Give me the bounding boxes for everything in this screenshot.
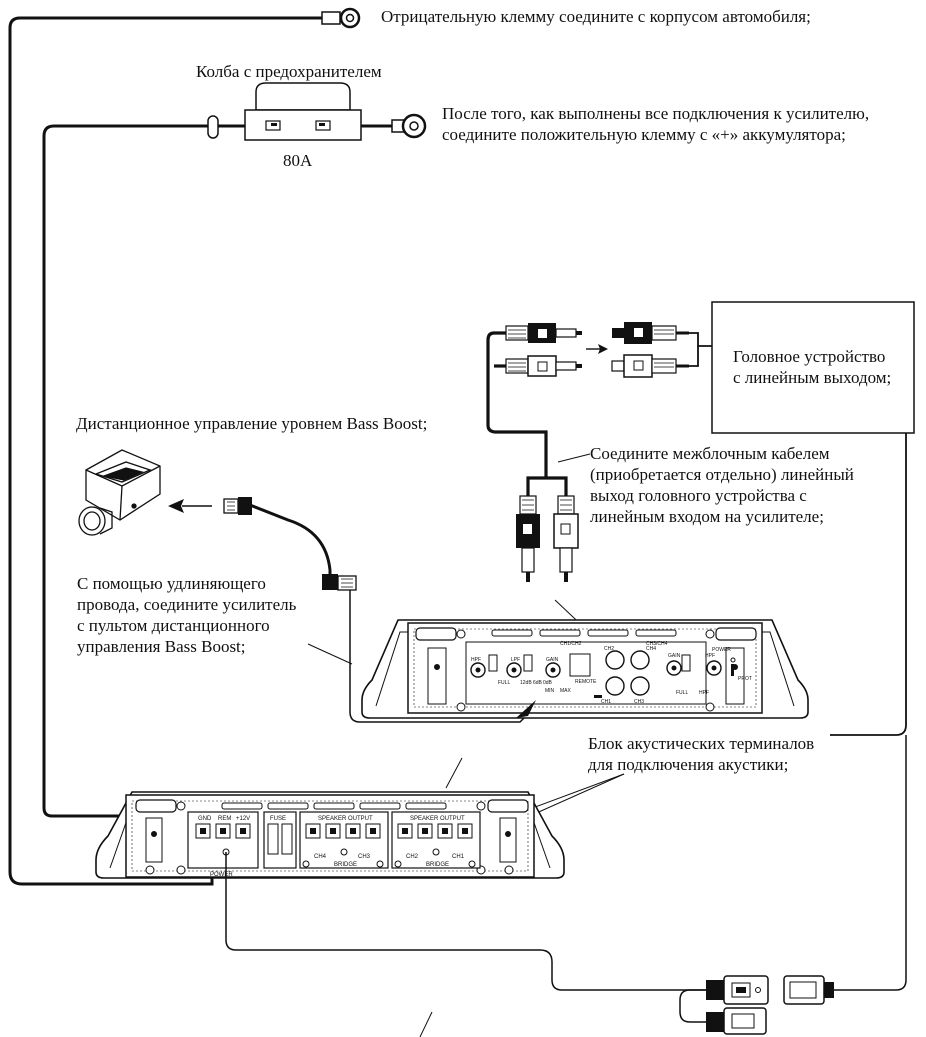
svg-text:12dB: 12dB (520, 680, 532, 686)
svg-text:CH3: CH3 (634, 699, 644, 705)
svg-text:SPEAKER OUTPUT: SPEAKER OUTPUT (318, 816, 373, 822)
fuse-holder-title: Колба с предохранителем (196, 62, 382, 81)
svg-text:CH3/CH4: CH3/CH4 (646, 641, 668, 647)
ground-wire (8, 16, 322, 886)
svg-text:+12V: +12V (236, 816, 250, 822)
svg-text:HPF: HPF (699, 690, 709, 696)
svg-text:FULL: FULL (676, 690, 688, 696)
rca-plugs-left (505, 323, 582, 377)
svg-text:LPF: LPF (511, 657, 520, 663)
turn-on-connectors (679, 735, 907, 1035)
interconnect-label: Соедините межблочным кабелем (приобретае… (590, 444, 854, 526)
remote-extension-cable (249, 503, 531, 723)
svg-text:BRIDGE: BRIDGE (426, 862, 449, 868)
svg-text:CH4: CH4 (646, 646, 656, 652)
amplifier-control-labels: CH1/CH2 CH3/CH4 HPF LPF GAIN REMOTE CH2 … (471, 641, 752, 705)
svg-text:6dB: 6dB (533, 680, 543, 686)
svg-text:HPF: HPF (471, 657, 481, 663)
svg-text:MAX: MAX (560, 688, 572, 694)
svg-text:CH2: CH2 (406, 854, 419, 860)
bass-boost-remote (78, 449, 161, 536)
fuse-holder (244, 82, 362, 141)
svg-text:GAIN: GAIN (668, 653, 681, 659)
svg-text:POWER: POWER (210, 872, 233, 878)
svg-text:0dB: 0dB (543, 680, 553, 686)
arrow-to-remote-jack (516, 700, 536, 718)
svg-text:POWER: POWER (712, 647, 731, 653)
svg-text:FULL: FULL (498, 680, 510, 686)
svg-text:CH4: CH4 (314, 854, 327, 860)
speaker-terminals-label: Блок акустических терминалов для подключ… (588, 734, 815, 774)
remote-turn-on-wire (225, 852, 710, 991)
positive-wire (42, 124, 396, 855)
fuse-rating: 80А (283, 151, 313, 170)
svg-text:GAIN: GAIN (546, 657, 559, 663)
svg-text:HPF: HPF (705, 653, 715, 659)
ground-ring-terminal (321, 7, 361, 29)
svg-text:CH2: CH2 (604, 646, 614, 652)
amplifier-power-labels: GND REM +12V FUSE POWER SPEAKER OUTPUT S… (198, 816, 465, 878)
negative-terminal-label: Отрицательную клемму соедините с корпусо… (381, 7, 811, 26)
svg-text:CH1: CH1 (601, 699, 611, 705)
positive-ring-terminal (391, 113, 427, 139)
svg-text:CH1: CH1 (452, 854, 465, 860)
rca-plugs-right (611, 322, 689, 378)
bass-remote-label: Дистанционное управление уровнем Bass Bo… (76, 414, 428, 433)
svg-text:FUSE: FUSE (270, 816, 286, 822)
svg-text:PROT: PROT (738, 676, 752, 682)
positive-terminal-label: После того, как выполнены все подключени… (442, 104, 870, 144)
arrow-to-head-unit (586, 344, 608, 354)
rca-plugs-vertical (516, 495, 579, 582)
extension-cable-label: С помощью удлиняющего провода, соедините… (77, 574, 297, 656)
svg-text:CH3: CH3 (358, 854, 371, 860)
svg-text:SPEAKER OUTPUT: SPEAKER OUTPUT (410, 816, 465, 822)
wire-grommet (207, 115, 219, 139)
svg-text:CH1/CH2: CH1/CH2 (560, 641, 582, 647)
remote-plug-lower (322, 574, 357, 591)
remote-plug-upper (223, 497, 252, 515)
amplifier-power-side (95, 791, 565, 879)
svg-text:GND: GND (198, 816, 212, 822)
rca-cable (486, 331, 568, 498)
svg-text:REMOTE: REMOTE (575, 679, 597, 685)
arrow-to-remote (168, 499, 212, 513)
head-unit-cable (689, 332, 907, 736)
head-unit-label: Головное устройство с линейным выходом; (733, 347, 892, 387)
svg-text:BRIDGE: BRIDGE (334, 862, 357, 868)
head-unit-box (711, 301, 915, 434)
svg-text:MIN: MIN (545, 688, 555, 694)
svg-text:REM: REM (218, 816, 231, 822)
amplifier-control-side (361, 619, 809, 719)
